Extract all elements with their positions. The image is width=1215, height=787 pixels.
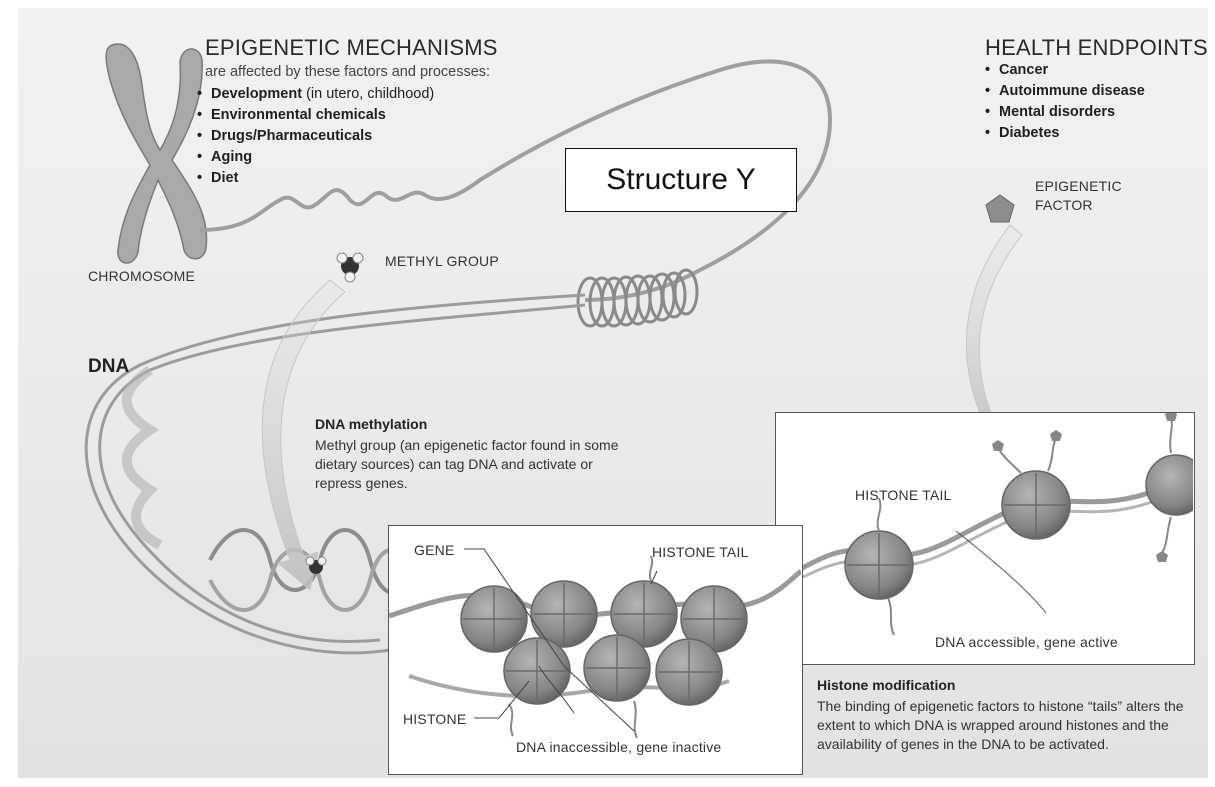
epigenetic-factor-label-line2: FACTOR [1035,197,1093,213]
mechanisms-subtitle: are affected by these factors and proces… [205,64,490,80]
dna-label: DNA [88,356,129,378]
dna-inaccessible-label: DNA inaccessible, gene inactive [516,739,721,755]
mechanism-item: Drugs/Pharmaceuticals [197,126,434,147]
histone-tail-label-left: HISTONE TAIL [652,544,749,560]
mechanisms-title: EPIGENETIC MECHANISMS [205,35,498,61]
histone-tail-label-right: HISTONE TAIL [855,487,952,503]
mechanism-item: Development (in utero, childhood) [197,84,434,105]
methyl-group-label: METHYL GROUP [385,253,499,269]
endpoint-item: Diabetes [985,123,1145,144]
mechanism-item: Aging [197,147,434,168]
histone-modification-panel [775,412,1195,665]
chromosome-label: CHROMOSOME [88,268,195,284]
open-chromatin-art [776,413,1193,663]
mechanism-item: Diet [197,168,434,189]
endpoints-title: HEALTH ENDPOINTS [985,35,1208,61]
dna-accessible-label: DNA accessible, gene active [935,634,1118,650]
endpoint-item: Cancer [985,60,1145,81]
epigenetic-factor-label-line1: EPIGENETIC [1035,178,1122,194]
methyl-group-molecule [337,253,363,282]
endpoint-item: Mental disorders [985,102,1145,123]
methylation-body: Methyl group (an epigenetic factor found… [315,436,625,493]
closed-chromatin-panel [388,525,803,775]
endpoints-list: Cancer Autoimmune disease Mental disorde… [985,60,1145,144]
chromosome-shape [106,44,206,263]
mechanism-item: Environmental chemicals [197,105,434,126]
histone-modification-title: Histone modification [817,677,955,693]
epigenetic-factor-shape [986,195,1014,222]
mechanisms-list: Development (in utero, childhood) Enviro… [197,84,434,189]
endpoint-item: Autoimmune disease [985,81,1145,102]
structure-y-label: Structure Y [565,148,797,212]
gene-label: GENE [414,542,454,558]
histone-label: HISTONE [403,711,466,727]
histone-modification-body: The binding of epigenetic factors to his… [817,697,1202,754]
closed-chromatin-art [389,526,801,773]
methylation-title: DNA methylation [315,416,427,432]
